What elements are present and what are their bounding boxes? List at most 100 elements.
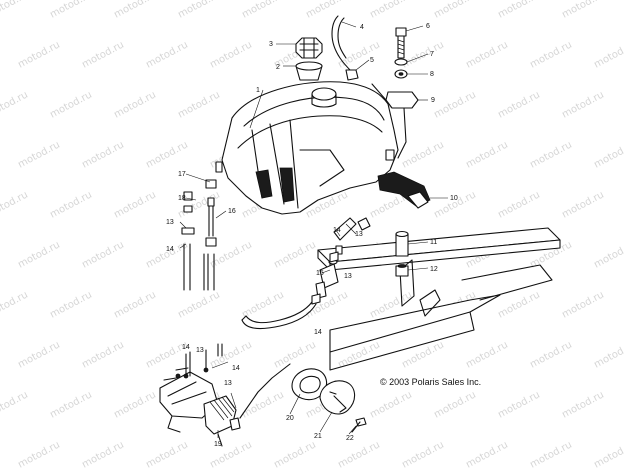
- watermark-text-81: motod.ru: [48, 389, 94, 420]
- watermark-text-16: motod.ru: [400, 39, 446, 70]
- mount-bolt: [395, 27, 407, 59]
- copyright-text: © 2003 Polaris Sales Inc.: [380, 377, 481, 387]
- watermark-text-11: motod.ru: [80, 39, 126, 70]
- watermark-text-23: motod.ru: [176, 89, 222, 120]
- watermark-text-88: motod.ru: [496, 389, 542, 420]
- callout-14-hose: 14: [314, 329, 322, 336]
- watermark-text-3: motod.ru: [176, 0, 222, 21]
- callout-13-upper-right: 13: [355, 231, 363, 238]
- watermark-text-15: motod.ru: [336, 39, 382, 70]
- watermark-text-77: motod.ru: [464, 339, 510, 370]
- callout-10: 10: [450, 195, 458, 202]
- leader-lines: [179, 21, 448, 438]
- watermark-text-39: motod.ru: [592, 139, 625, 170]
- tank-strap: [377, 171, 431, 209]
- callout-22: 22: [346, 435, 354, 442]
- watermark-text-70: motod.ru: [16, 339, 62, 370]
- watermark-text-62: motod.ru: [112, 289, 158, 320]
- watermark-text-99: motod.ru: [592, 439, 625, 468]
- callout-13-pump-upper: 13: [196, 347, 204, 354]
- mount-grommet: [394, 69, 408, 79]
- watermark-text-27: motod.ru: [432, 89, 478, 120]
- callout-20: 20: [286, 415, 294, 422]
- watermark-text-12: motod.ru: [144, 39, 190, 70]
- clamp-upper-right: [357, 217, 371, 231]
- watermark-text-5: motod.ru: [304, 0, 350, 21]
- callout-5: 5: [370, 57, 374, 64]
- watermark-text-95: motod.ru: [336, 439, 382, 468]
- watermark-text-2: motod.ru: [112, 0, 158, 21]
- watermark-text-94: motod.ru: [272, 439, 318, 468]
- callout-16: 16: [228, 208, 236, 215]
- frame-rails: [317, 227, 561, 371]
- clamp-filter-bottom: [311, 293, 321, 305]
- watermark-text-59: motod.ru: [592, 239, 625, 270]
- callout-14-pump-right: 14: [232, 365, 240, 372]
- watermark-text-41: motod.ru: [48, 189, 94, 220]
- watermark-text-49: motod.ru: [560, 189, 606, 220]
- watermark-text-32: motod.ru: [144, 139, 190, 170]
- watermark-text-22: motod.ru: [112, 89, 158, 120]
- watermark-text-51: motod.ru: [80, 239, 126, 270]
- watermark-text-48: motod.ru: [496, 189, 542, 220]
- callout-15: 15: [316, 270, 324, 277]
- callout-18: 18: [178, 195, 186, 202]
- callout-2: 2: [276, 64, 280, 71]
- callout-12: 12: [430, 266, 438, 273]
- filler-neck: [295, 61, 323, 81]
- watermark-text-80: motod.ru: [0, 389, 30, 420]
- fuel-pump-assembly: [159, 343, 291, 447]
- watermark-text-65: motod.ru: [304, 289, 350, 320]
- fuel-filter: [315, 259, 339, 299]
- callout-14-left-rod: 14: [166, 246, 174, 253]
- watermark-text-78: motod.ru: [528, 339, 574, 370]
- callout-6: 6: [426, 23, 430, 30]
- callout-8: 8: [430, 71, 434, 78]
- watermark-text-92: motod.ru: [144, 439, 190, 468]
- callout-19: 19: [214, 441, 222, 448]
- callout-labels: 1 2 3 4 5 6 7 8 9 10 11 12 13 13 13 13 1…: [166, 23, 458, 448]
- watermark-text-79: motod.ru: [592, 339, 625, 370]
- watermark-text-97: motod.ru: [464, 439, 510, 468]
- watermark-text-4: motod.ru: [240, 0, 286, 21]
- watermark-text-89: motod.ru: [560, 389, 606, 420]
- watermark-text-37: motod.ru: [464, 139, 510, 170]
- watermark-text-0: motod.ru: [0, 0, 30, 21]
- watermark-text-90: motod.ru: [16, 439, 62, 468]
- watermark-text-20: motod.ru: [0, 89, 30, 120]
- lower-grommet: [395, 264, 409, 277]
- mount-washer-upper: [394, 58, 408, 66]
- callout-7: 7: [430, 51, 434, 58]
- callout-14-upper: 14: [333, 227, 341, 234]
- vent-fitting: [345, 69, 359, 81]
- watermark-text-28: motod.ru: [496, 89, 542, 120]
- callout-13-left-rod: 13: [166, 219, 174, 226]
- fuel-cap: [295, 37, 323, 59]
- watermark-text-82: motod.ru: [112, 389, 158, 420]
- watermark-text-63: motod.ru: [176, 289, 222, 320]
- watermark-text-18: motod.ru: [528, 39, 574, 70]
- fuel-tank: [215, 81, 399, 215]
- watermark-text-7: motod.ru: [432, 0, 478, 21]
- fuel-hose-lower: [241, 301, 317, 330]
- watermark-text-69: motod.ru: [560, 289, 606, 320]
- watermark-text-91: motod.ru: [80, 439, 126, 468]
- watermark-text-64: motod.ru: [240, 289, 286, 320]
- watermark-text-96: motod.ru: [400, 439, 446, 468]
- watermark-text-87: motod.ru: [432, 389, 478, 420]
- callout-13-pump-lower: 13: [224, 380, 232, 387]
- callout-17: 17: [178, 171, 186, 178]
- watermark-text-30: motod.ru: [16, 139, 62, 170]
- watermark-text-42: motod.ru: [112, 189, 158, 220]
- callout-1: 1: [256, 87, 260, 94]
- callout-9: 9: [431, 97, 435, 104]
- callout-21: 21: [314, 433, 322, 440]
- watermark-text-19: motod.ru: [592, 39, 625, 70]
- clamp-filter-top: [329, 251, 339, 263]
- sender-screw: [351, 417, 367, 433]
- watermark-text-84: motod.ru: [240, 389, 286, 420]
- callout-4: 4: [360, 24, 364, 31]
- watermark-text-71: motod.ru: [80, 339, 126, 370]
- callout-13-filter: 13: [344, 273, 352, 280]
- watermark-text-10: motod.ru: [16, 39, 62, 70]
